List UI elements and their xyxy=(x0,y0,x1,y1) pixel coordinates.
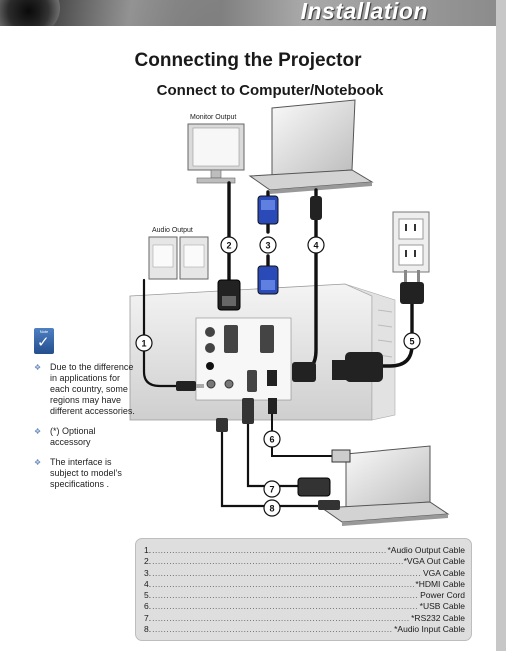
svg-text:6: 6 xyxy=(269,435,274,445)
svg-text:4: 4 xyxy=(313,241,318,251)
legend-number: 6. xyxy=(144,601,152,612)
legend-number: 5. xyxy=(144,590,152,601)
notebook-illustration-top xyxy=(248,99,374,194)
legend-row: 7. *RS232 Cable xyxy=(144,613,465,624)
legend-row: 5. Power Cord xyxy=(144,590,465,601)
legend-row: 2. *VGA Out Cable xyxy=(144,556,465,567)
legend-cable-name: VGA Cable xyxy=(422,567,465,578)
cable-legend: 1. *Audio Output Cable 2. *VGA Out Cable 3… xyxy=(135,538,472,641)
legend-number: 1. xyxy=(144,545,152,555)
audio-output-label: Audio Output xyxy=(152,227,193,234)
svg-text:3: 3 xyxy=(265,241,270,251)
svg-text:5: 5 xyxy=(409,337,414,347)
checkmark-icon: ✓ xyxy=(37,334,50,351)
legend-cable-name: *VGA Out Cable xyxy=(403,556,465,567)
notes-list: ❖ Due to the difference in applications … xyxy=(34,362,138,499)
monitor-illustration xyxy=(187,123,245,184)
page-title: Connecting the Projector xyxy=(134,50,362,71)
side-bar xyxy=(496,0,506,651)
note-item: ❖ (*) Optional accessory xyxy=(34,426,138,448)
callout-2: 2 xyxy=(220,236,238,254)
legend-cable-name: Power Cord xyxy=(420,590,465,601)
legend-cable-name: *HDMI Cable xyxy=(415,578,465,589)
note-item: ❖ The interface is subject to model’s sp… xyxy=(34,457,138,490)
page-header: Installation xyxy=(0,0,506,26)
svg-text:1: 1 xyxy=(141,339,146,349)
callout-1: 1 xyxy=(135,334,153,352)
callout-8: 8 xyxy=(263,499,281,517)
callout-7: 7 xyxy=(263,480,281,498)
callout-6: 6 xyxy=(263,430,281,448)
note-badge-label: Note xyxy=(39,329,49,334)
note-item: ❖ Due to the difference in applications … xyxy=(34,362,138,417)
legend-row: 4. *HDMI Cable xyxy=(144,579,465,590)
legend-row: 8. *Audio Input Cable xyxy=(144,624,465,635)
monitor-output-label: Monitor Output xyxy=(190,114,236,121)
legend-number: 3. xyxy=(144,567,152,578)
note-text: (*) Optional accessory xyxy=(50,426,96,447)
legend-cable-name: *Audio Output Cable xyxy=(387,545,466,555)
legend-cable-name: *RS232 Cable xyxy=(411,612,465,623)
header-title: Installation xyxy=(300,0,428,24)
svg-text:7: 7 xyxy=(269,485,274,495)
legend-cable-name: *Audio Input Cable xyxy=(394,624,465,635)
notebook-illustration-bottom xyxy=(320,445,450,526)
note-text: Due to the difference in applications fo… xyxy=(50,362,135,416)
legend-number: 8. xyxy=(144,624,152,635)
svg-text:8: 8 xyxy=(269,504,274,514)
legend-cable-name: *USB Cable xyxy=(419,601,465,612)
lens-graphic xyxy=(0,0,60,26)
page-subtitle: Connect to Computer/Notebook xyxy=(156,82,384,99)
header-swoosh xyxy=(40,0,220,26)
diamond-bullet-icon: ❖ xyxy=(34,458,42,467)
legend-row: 3. VGA Cable xyxy=(144,568,465,579)
diamond-bullet-icon: ❖ xyxy=(34,363,42,372)
callout-5: 5 xyxy=(403,332,421,350)
legend-number: 4. xyxy=(144,578,152,589)
note-badge: Note ✓ xyxy=(34,328,54,354)
legend-number: 2. xyxy=(144,556,152,567)
callout-3: 3 xyxy=(259,236,277,254)
legend-row: 1. *Audio Output Cable xyxy=(144,545,465,556)
note-text: The interface is subject to model’s spec… xyxy=(50,457,122,489)
diamond-bullet-icon: ❖ xyxy=(34,427,42,436)
callout-4: 4 xyxy=(307,236,325,254)
power-outlet-illustration xyxy=(392,211,430,273)
speaker-illustration xyxy=(148,236,209,280)
svg-text:2: 2 xyxy=(226,241,231,251)
connectors xyxy=(176,195,424,510)
legend-row: 6. *USB Cable xyxy=(144,601,465,612)
legend-number: 7. xyxy=(144,612,152,623)
